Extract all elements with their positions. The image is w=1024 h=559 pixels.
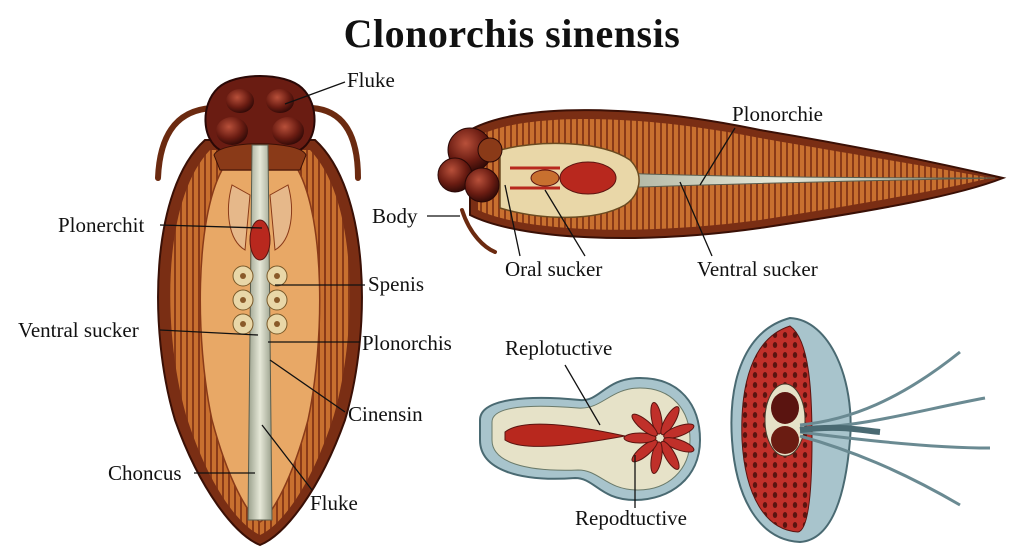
label-body: Body	[372, 204, 418, 228]
dorsal-fluke	[155, 75, 363, 547]
reproductive-section	[479, 376, 702, 502]
reproductive-rosette	[623, 402, 695, 474]
leader-lines	[159, 81, 736, 508]
label-ventral-sucker-left: Ventral sucker	[18, 318, 139, 342]
label-repodtuctive: Repodtuctive	[575, 506, 687, 530]
sucker-section	[730, 316, 991, 544]
page-title: Clonorchis sinensis	[343, 11, 681, 56]
label-choncus: Choncus	[108, 461, 182, 485]
label-spenis: Spenis	[368, 272, 425, 296]
label-replotuctive: Replotuctive	[505, 336, 613, 360]
lateral-fluke	[437, 109, 1007, 254]
label-plonerchit: Plonerchit	[58, 213, 145, 237]
label-fluke-top: Fluke	[347, 68, 395, 92]
egg-cluster	[232, 265, 288, 335]
label-plonorchis: Plonorchis	[362, 331, 452, 355]
label-ventral-sucker-right: Ventral sucker	[697, 257, 818, 281]
label-oral-sucker: Oral sucker	[505, 257, 603, 281]
label-cinensin: Cinensin	[348, 402, 423, 426]
label-plonorchie: Plonorchie	[732, 102, 823, 126]
label-fluke-bottom: Fluke	[310, 491, 358, 515]
